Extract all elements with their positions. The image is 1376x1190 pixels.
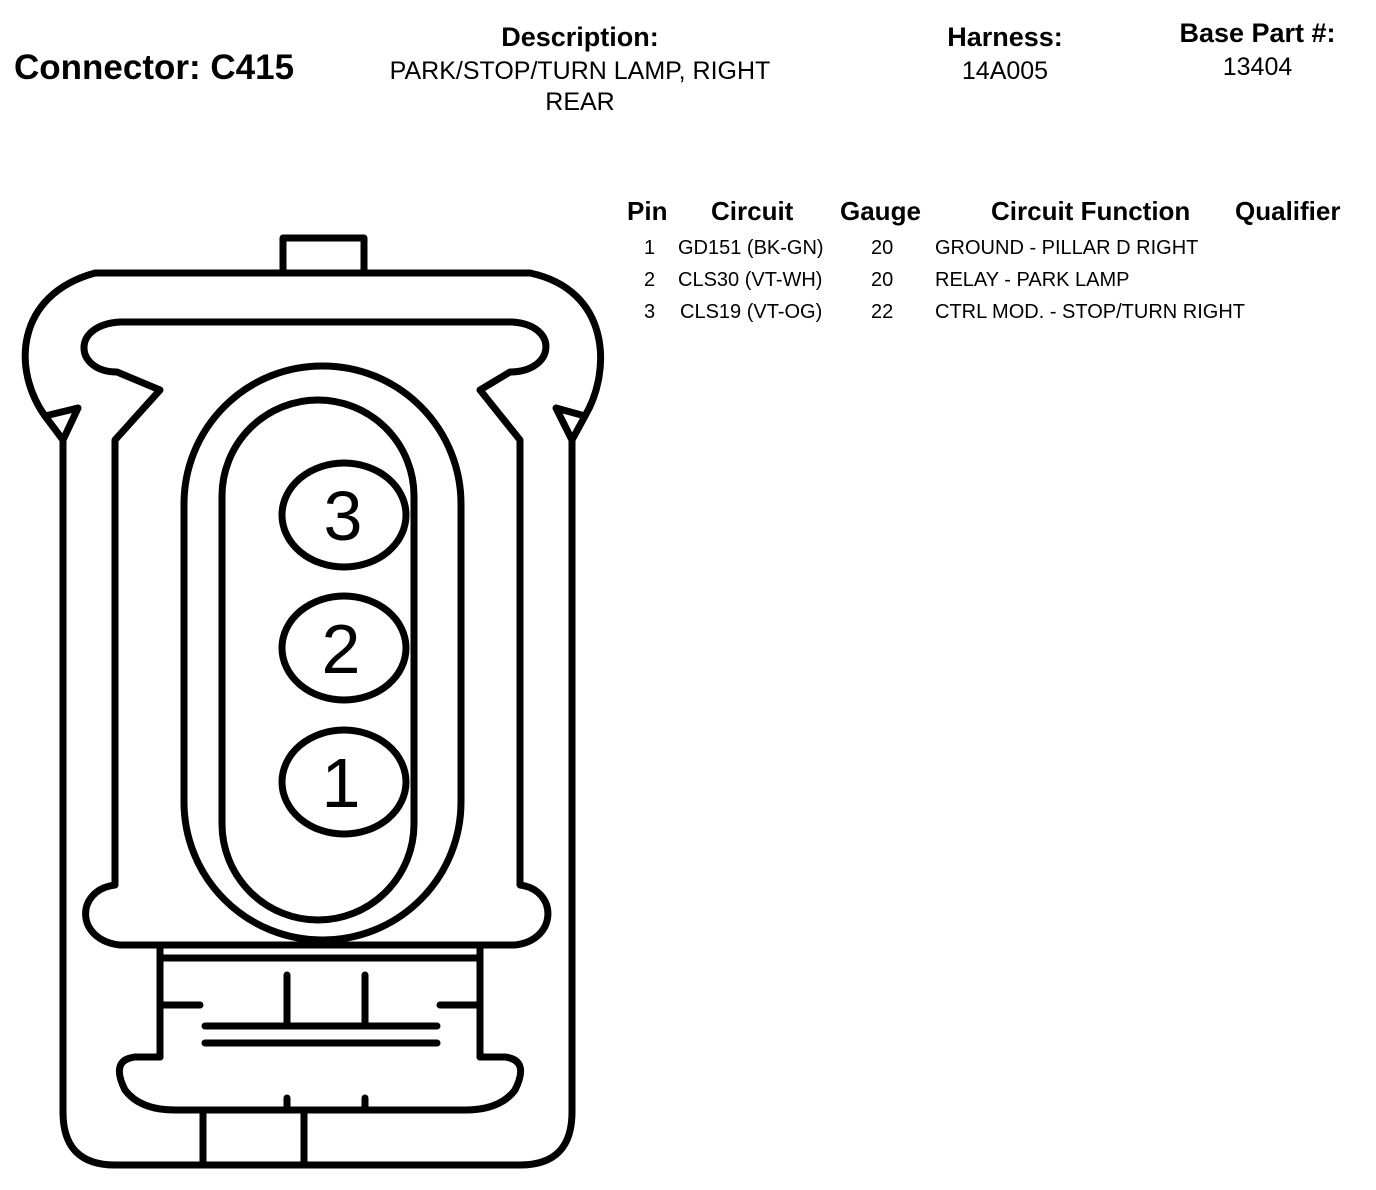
header-qualifier: Qualifier	[1235, 196, 1341, 226]
row-gauge: 22	[871, 301, 894, 323]
row-function: CTRL MOD. - STOP/TURN RIGHT	[935, 301, 1245, 323]
harness-block: Harness: 14A005	[905, 20, 1105, 87]
connector-inner-cavity	[80, 318, 552, 949]
header-gauge: Gauge	[840, 196, 921, 226]
row-circuit: CLS19 (VT-OG)	[680, 301, 823, 323]
row-circuit: GD151 (BK-GN)	[678, 237, 824, 259]
row-pin: 1	[644, 237, 656, 259]
row-function: RELAY - PARK LAMP	[935, 269, 1130, 291]
base-part-label: Base Part #:	[1179, 18, 1336, 48]
row-function: GROUND - PILLAR D RIGHT	[935, 237, 1199, 259]
pin-1-label: 1	[322, 744, 361, 822]
pin-3-label: 3	[324, 477, 363, 555]
description-line-1: PARK/STOP/TURN LAMP, RIGHT	[389, 57, 771, 85]
description-value: PARK/STOP/TURN LAMP, RIGHT REAR	[340, 56, 820, 118]
harness-label: Harness:	[947, 22, 1063, 52]
base-part-value: 13404	[1222, 53, 1293, 81]
pin-2-socket	[278, 592, 410, 704]
terminal-housing	[218, 396, 418, 924]
header-circuit: Circuit	[711, 196, 794, 226]
connector-outer-shell	[21, 269, 605, 1169]
connector-key-tab	[279, 234, 368, 274]
pin-1-socket	[278, 726, 410, 838]
description-line-2: REAR	[545, 88, 615, 116]
row-gauge: 20	[871, 269, 894, 291]
row-gauge: 20	[871, 237, 894, 259]
connector-face-diagram: 3 2 1	[21, 234, 605, 1169]
row-pin: 2	[644, 269, 656, 291]
row-circuit: CLS30 (VT-WH)	[678, 269, 823, 291]
description-block: Description: PARK/STOP/TURN LAMP, RIGHT …	[340, 20, 820, 118]
lock-posts	[283, 971, 369, 1026]
description-label: Description:	[501, 22, 659, 52]
seal-outer	[180, 362, 465, 944]
left-notch	[41, 404, 82, 444]
header-circuit-function: Circuit Function	[991, 196, 1191, 226]
base-part-block: Base Part #: 13404	[1155, 16, 1360, 83]
connector-title: Connector: C415	[14, 48, 295, 87]
harness-value: 14A005	[961, 57, 1049, 85]
pin-2-label: 2	[322, 610, 361, 688]
row-pin: 3	[644, 301, 656, 323]
lock-latch	[115, 1053, 525, 1114]
pin-3-socket	[278, 459, 410, 571]
header-pin: Pin	[627, 196, 668, 226]
bottom-tab	[199, 1094, 369, 1169]
right-notch	[552, 404, 589, 444]
lock-frame	[156, 941, 484, 1061]
